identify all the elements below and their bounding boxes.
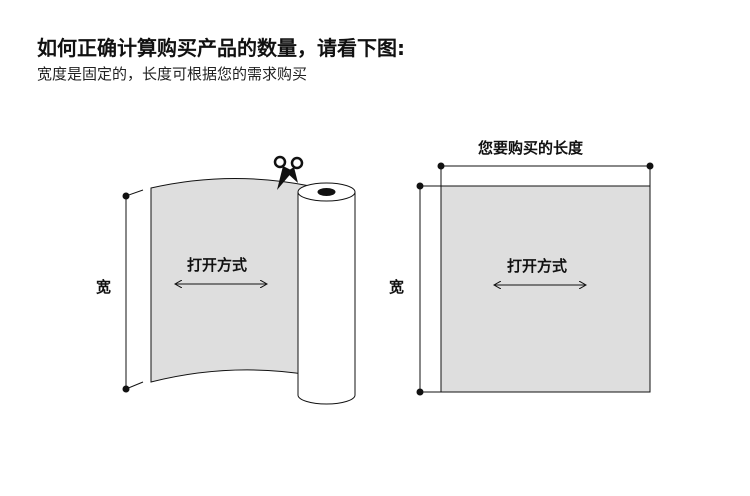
width-label: 宽 <box>95 278 111 296</box>
left-roll-diagram: 宽 打开方式 <box>95 155 356 405</box>
fabric-sheet <box>440 185 651 393</box>
direction-label: 打开方式 <box>187 256 247 274</box>
page-subtitle: 宽度是固定的，长度可根据您的需求购买 <box>37 65 308 83</box>
scissors-icon <box>273 155 304 190</box>
page-title: 如何正确计算购买产品的数量，请看下图: <box>37 36 405 60</box>
length-dimension <box>437 162 654 186</box>
right-flat-diagram: 您要购买的长度 宽 打开方式 <box>388 139 654 396</box>
fabric-roll <box>297 182 356 405</box>
fabric-sheet <box>150 177 311 383</box>
roll-core-hole <box>317 188 336 196</box>
direction-label: 打开方式 <box>507 257 567 275</box>
width-dimension <box>416 182 441 396</box>
width-dimension <box>122 189 144 393</box>
width-label: 宽 <box>388 278 404 296</box>
length-label: 您要购买的长度 <box>477 139 584 157</box>
